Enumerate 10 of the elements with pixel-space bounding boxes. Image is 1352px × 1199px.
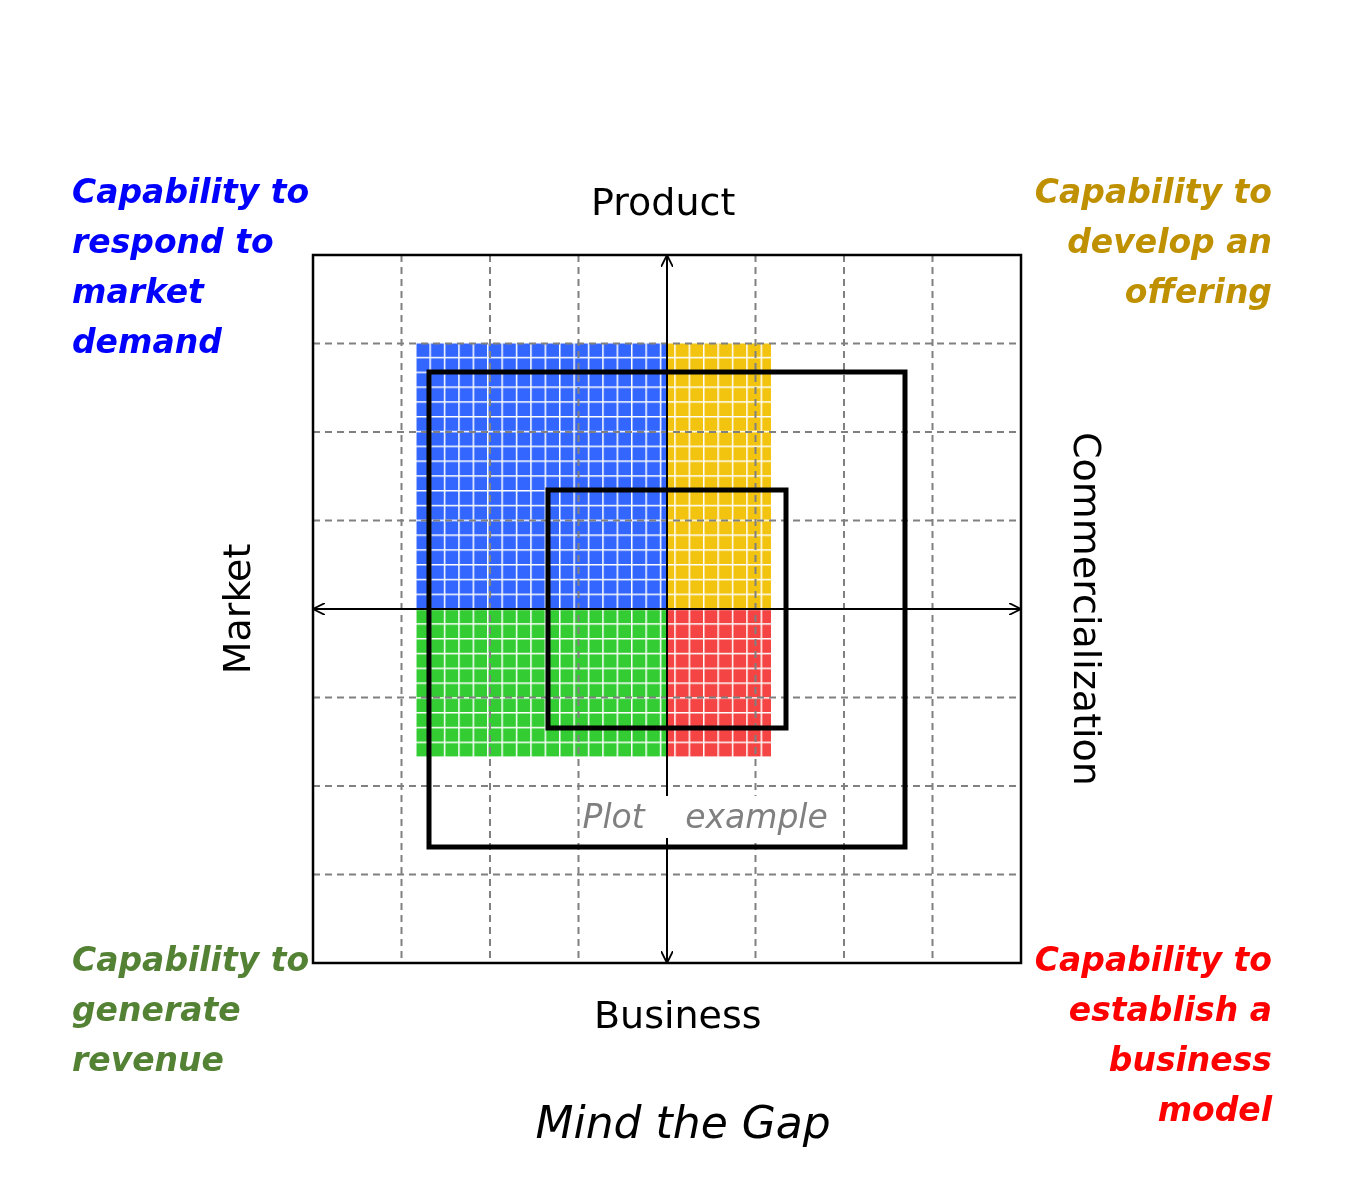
axis-label: Commercialization [1063,432,1110,786]
axis-label: Business [594,992,762,1039]
quadrant-label: Capability to respond to market demand [72,171,311,363]
plot-note: Plot example [582,796,828,838]
axis-label: Product [591,179,736,226]
caption: Mind the Gap [535,1098,831,1148]
quadrant-label: Capability to generate revenue [72,939,311,1081]
quadrant-label: Capability to establish a business model [1033,939,1272,1131]
quadrant-label: Capability to develop an offering [1033,171,1272,313]
axis-label: Market [213,543,260,675]
